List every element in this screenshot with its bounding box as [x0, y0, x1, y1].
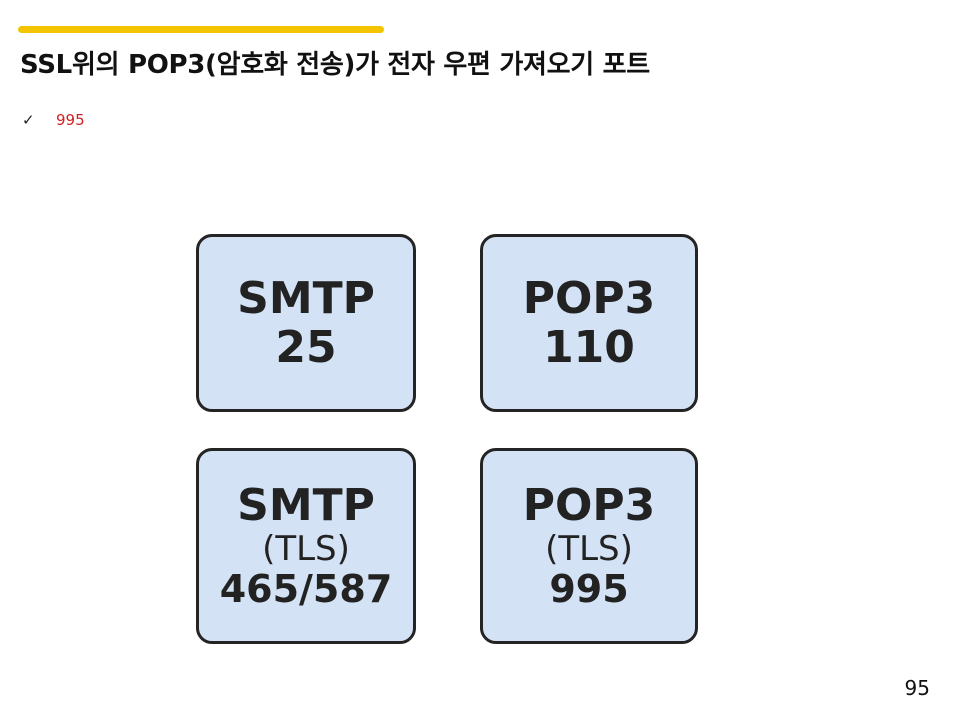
card-port-number: 25 — [275, 322, 337, 373]
card-port-number: 995 — [549, 567, 629, 612]
checkmark-icon: ✓ — [22, 111, 35, 129]
port-card-pop3: POP3 110 — [480, 234, 698, 412]
port-card-pop3-tls: POP3 (TLS) 995 — [480, 448, 698, 644]
card-protocol: SMTP — [237, 480, 375, 532]
card-protocol: POP3 — [522, 272, 656, 324]
title-accent-bar — [18, 26, 384, 33]
card-protocol: SMTP — [237, 272, 375, 324]
card-qualifier: (TLS) — [262, 529, 350, 570]
slide-title: SSL위의 POP3(암호화 전송)가 전자 우편 가져오기 포트 — [20, 50, 650, 80]
bullet-item: ✓ 995 — [22, 111, 85, 129]
port-card-smtp: SMTP 25 — [196, 234, 416, 412]
card-protocol: POP3 — [522, 480, 656, 532]
card-qualifier: (TLS) — [545, 529, 633, 570]
card-port-number: 465/587 — [219, 567, 393, 612]
port-diagram: SMTP 25 POP3 110 SMTP (TLS) 465/587 POP3… — [196, 234, 700, 646]
bullet-text: 995 — [56, 111, 85, 129]
card-port-number: 110 — [543, 322, 635, 373]
page-number: 95 — [904, 676, 930, 700]
port-card-smtp-tls: SMTP (TLS) 465/587 — [196, 448, 416, 644]
